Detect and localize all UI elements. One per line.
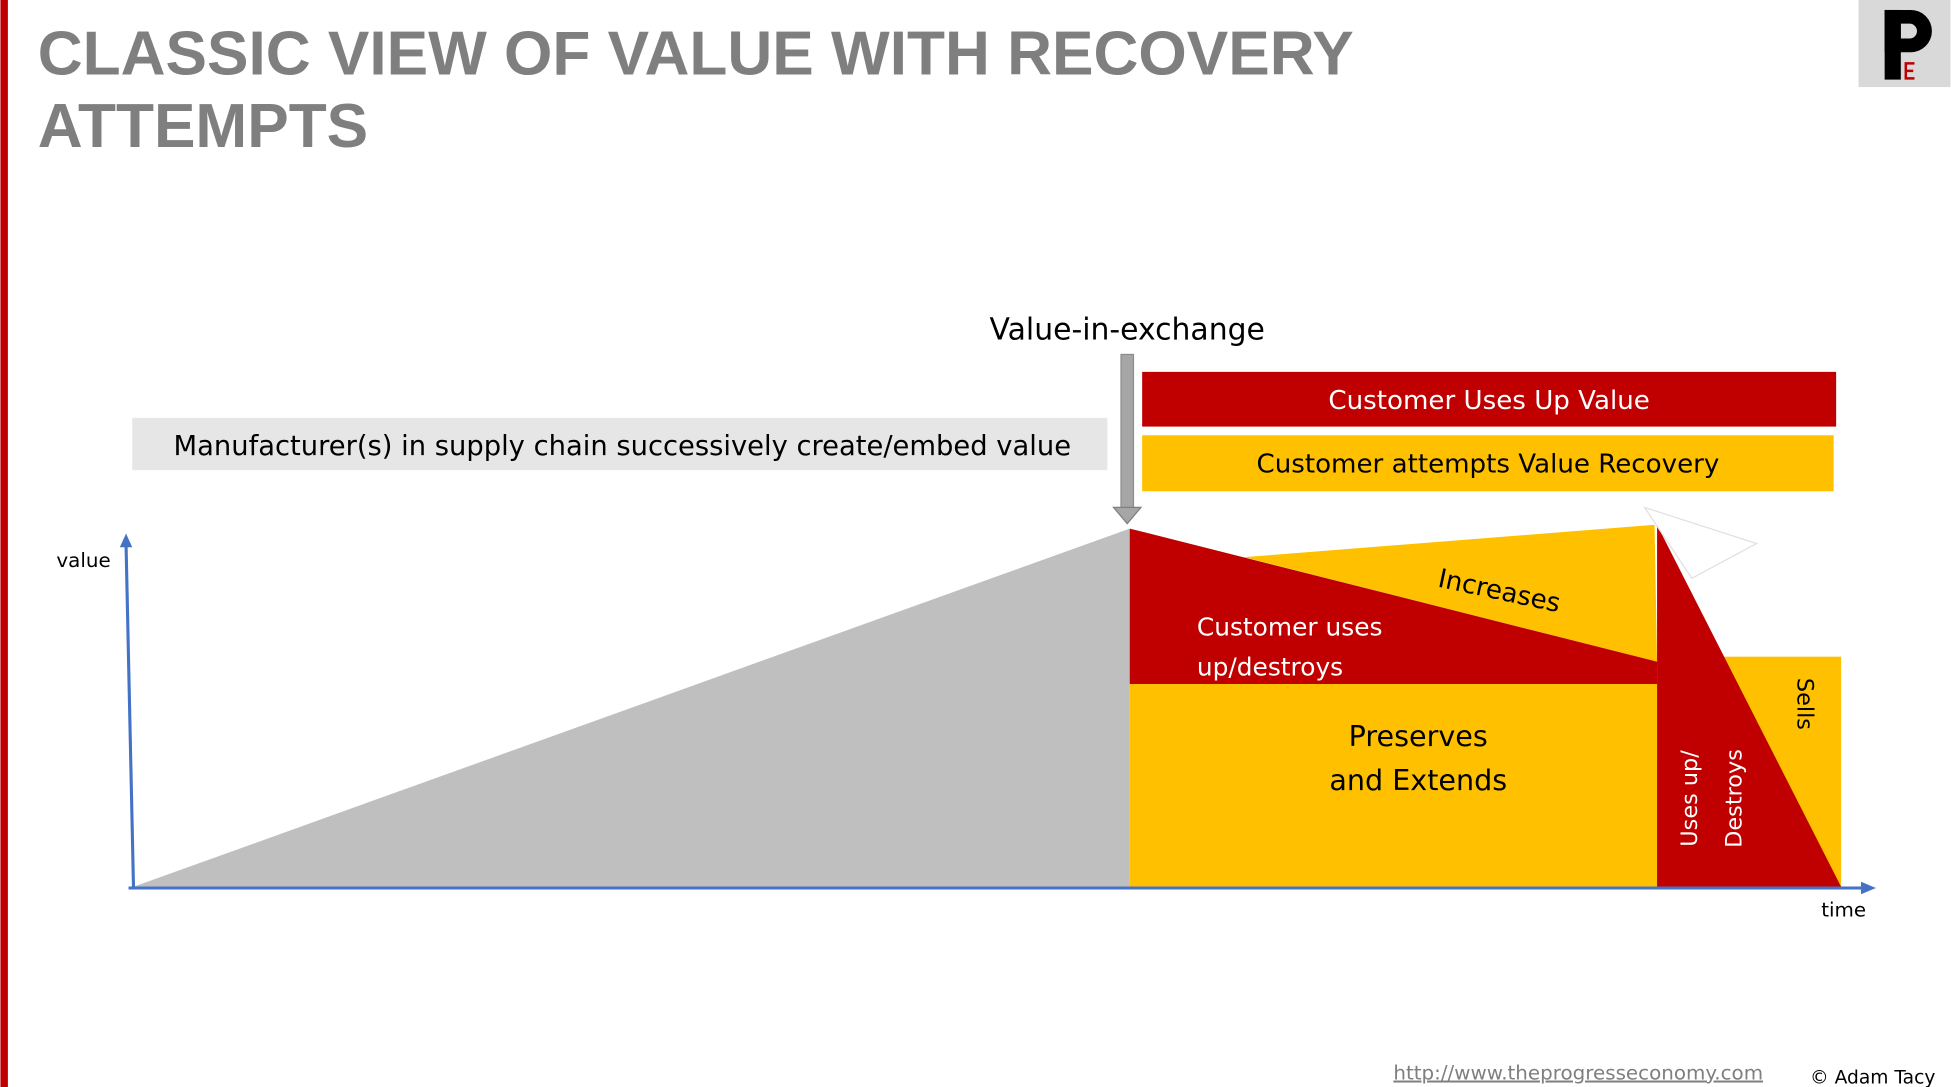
down-arrow-icon: [1112, 353, 1143, 525]
usesup-label-2: Destroys: [1722, 749, 1748, 848]
uses-label-1: Customer uses: [1197, 613, 1383, 642]
created-value-area: [133, 528, 1130, 887]
y-axis-label: value: [56, 549, 110, 572]
legend-uses-up-label: Customer Uses Up Value: [1328, 386, 1650, 416]
uses-label-2: up/destroys: [1197, 652, 1343, 681]
uses-destroys-area: [1129, 528, 1658, 685]
logo: [1858, 0, 1951, 88]
logo-letter-e-icon: [1904, 62, 1915, 80]
white-triangle: [1643, 506, 1759, 580]
sells-label: Sells: [1792, 678, 1818, 730]
left-accent-bar: [0, 0, 8, 1087]
preserves-label-1: Preserves: [1349, 719, 1488, 753]
logo-letter-p-icon: [1884, 9, 1932, 80]
legend-recovery: [1142, 435, 1834, 492]
x-arrow-icon: [1861, 881, 1876, 895]
axes: [119, 533, 1876, 895]
increases-area: [1244, 524, 1658, 662]
preserves-area: [1129, 684, 1658, 887]
value-in-exchange-label: Value-in-exchange: [990, 313, 1265, 348]
y-arrow-icon: [119, 533, 133, 548]
copyright: © Adam Tacy: [1810, 1067, 1935, 1087]
preserves-label-2: and Extends: [1329, 763, 1507, 797]
title-line-1: CLASSIC VIEW OF VALUE WITH RECOVERY: [38, 20, 1354, 89]
uses-up-destroys-area: [1657, 524, 1842, 887]
legend-uses-up: [1142, 371, 1837, 427]
x-axis-label: time: [1821, 899, 1866, 922]
usesup-label-1: Uses up/: [1677, 750, 1703, 847]
legend-recovery-label: Customer attempts Value Recovery: [1256, 450, 1719, 480]
title-line-2: ATTEMPTS: [38, 92, 368, 161]
footer-link[interactable]: http://www.theprogresseconomy.com: [1393, 1062, 1763, 1085]
manufacturer-label: Manufacturer(s) in supply chain successi…: [174, 431, 1072, 462]
manufacturer-box: [132, 417, 1108, 471]
